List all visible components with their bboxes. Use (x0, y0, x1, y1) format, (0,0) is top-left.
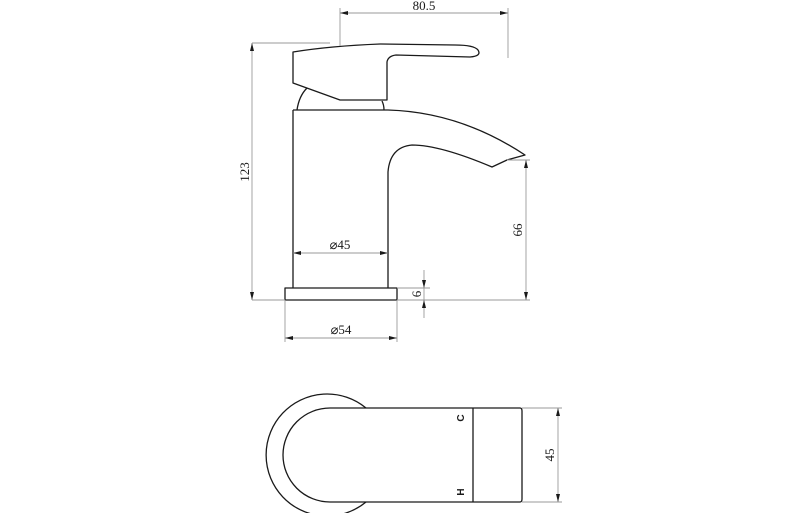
dimension-label-projection: 80.5 (413, 0, 436, 13)
dimension-projection: 80.5 (339, 0, 509, 58)
body-outline (282, 407, 523, 503)
dimension-spout-height: 66 (397, 159, 530, 301)
base-outline-arc (265, 393, 367, 513)
dimension-handle-width: 45 (522, 407, 562, 503)
top-view: C H (265, 393, 523, 513)
hot-marking: H (456, 488, 467, 495)
dimension-label-base-diameter: ⌀54 (331, 322, 352, 337)
dimension-label-total-height: 123 (237, 162, 252, 182)
dimension-total-height: 123 (237, 42, 330, 301)
dimension-label-spout-height: 66 (510, 223, 525, 237)
tap-body (292, 109, 526, 288)
dimension-label-base-thickness: 6 (409, 290, 424, 297)
handle-lever (292, 43, 480, 101)
cold-marking: C (456, 414, 467, 421)
side-view (284, 43, 526, 301)
dimension-base-thickness: 6 (397, 270, 430, 318)
dimension-label-handle-width: 45 (542, 449, 557, 462)
base-plate (284, 287, 398, 301)
dimension-base-diameter: ⌀54 (284, 300, 398, 342)
dimension-label-body-diameter: ⌀45 (330, 237, 351, 252)
cartridge-dome (296, 87, 385, 111)
dimension-body-diameter: ⌀45 (293, 237, 388, 255)
